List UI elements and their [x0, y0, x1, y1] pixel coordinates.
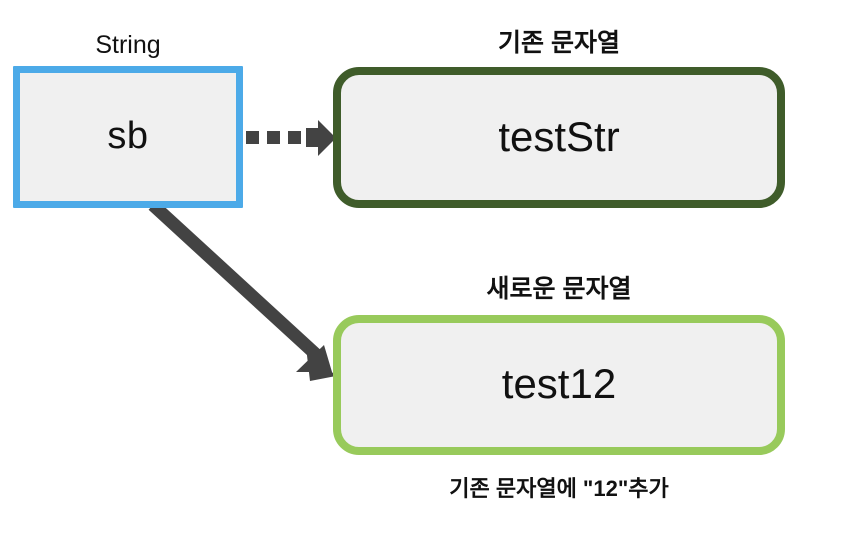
node-teststr-text: testStr: [498, 112, 620, 160]
node-label-new-string: 새로운 문자열: [486, 275, 632, 303]
caption-append-note: 기존 문자열에 "12"추가: [449, 476, 669, 501]
node-test12-text: test12: [501, 360, 617, 407]
node-label-existing-string: 기존 문자열: [498, 29, 620, 57]
node-sb[interactable]: sb: [13, 66, 243, 208]
node-sb-text: sb: [107, 115, 149, 157]
node-teststr[interactable]: testStr: [333, 67, 785, 208]
node-test12[interactable]: test12: [333, 315, 785, 455]
edge-sb-to-teststr: [246, 120, 336, 156]
node-label-string: String: [95, 31, 161, 59]
edge-sb-to-test12: [148, 200, 336, 381]
